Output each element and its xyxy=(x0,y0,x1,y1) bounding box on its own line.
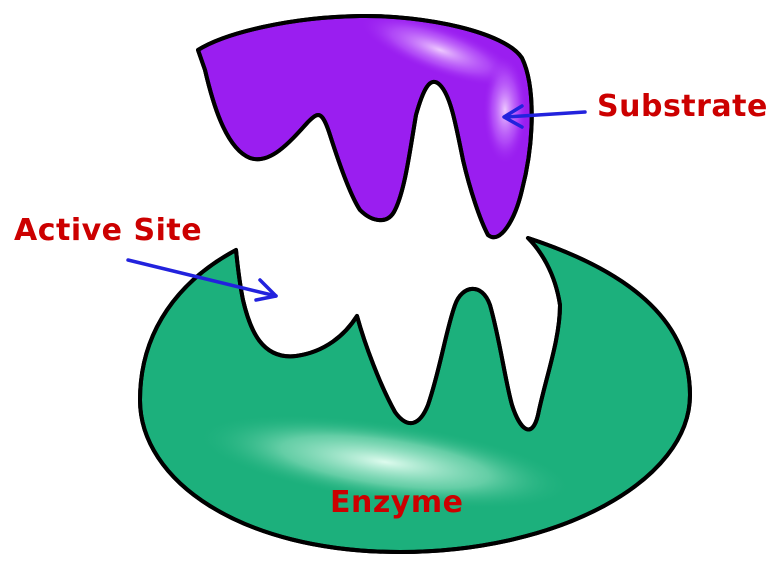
substrate-arrow xyxy=(504,106,585,127)
enzyme-label: Enzyme xyxy=(330,485,463,520)
substrate xyxy=(198,0,532,237)
substrate-label: Substrate xyxy=(597,89,768,124)
active-site-label: Active Site xyxy=(14,213,202,248)
